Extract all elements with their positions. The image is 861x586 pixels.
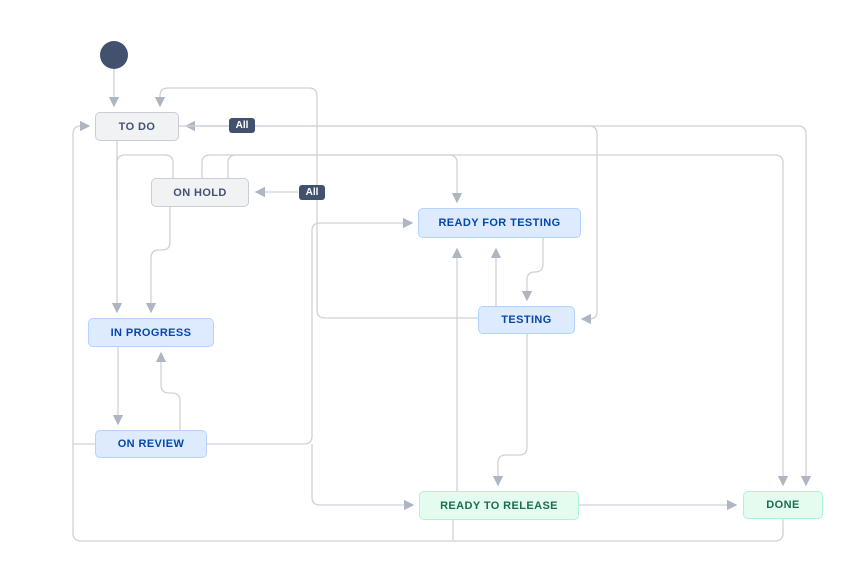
status-node-in-progress[interactable]: IN PROGRESS: [88, 318, 214, 347]
status-node-ready-for-testing[interactable]: READY FOR TESTING: [418, 208, 581, 238]
transition-rft-to-testing: [527, 238, 543, 300]
status-node-ready-to-release[interactable]: READY TO RELEASE: [419, 491, 579, 520]
transition-onreview-to-rtr: [312, 444, 413, 505]
status-node-done[interactable]: DONE: [743, 491, 823, 519]
transition-onreview-to-rft: [207, 223, 412, 444]
transition-onhold-to-inprogress: [151, 207, 170, 312]
status-node-on-hold[interactable]: ON HOLD: [151, 178, 249, 207]
status-node-on-review[interactable]: ON REVIEW: [95, 430, 207, 458]
all-transition-badge[interactable]: All: [299, 185, 325, 200]
transition-testing-to-rtr: [498, 334, 527, 485]
transition-onreview-to-inprogress: [161, 353, 180, 430]
status-node-to-do[interactable]: TO DO: [95, 112, 179, 141]
all-transition-badge[interactable]: All: [229, 118, 255, 133]
status-node-testing[interactable]: TESTING: [478, 306, 575, 334]
start-node-circle[interactable]: [100, 41, 128, 69]
